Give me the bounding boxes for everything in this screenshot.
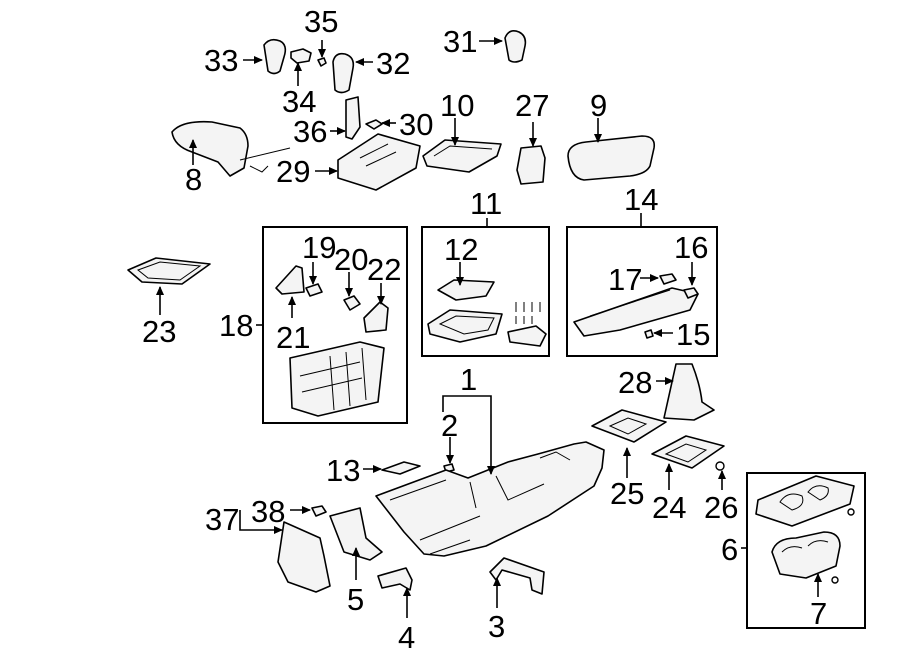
shift-boot-28 [663, 363, 715, 421]
trim-panel-24-opening [664, 443, 708, 463]
clip-34 [290, 48, 312, 64]
shift-boot-36 [345, 96, 361, 140]
callout-35: 35 [304, 4, 338, 39]
clip-13 [381, 461, 421, 475]
callout-9: 9 [590, 88, 607, 123]
bolt-19 [305, 283, 323, 297]
callout-10: 10 [440, 88, 474, 123]
group-box-11 [421, 226, 550, 357]
callout-8: 8 [185, 162, 202, 197]
cup-holder-7-rings [781, 540, 829, 553]
callout-14: 14 [624, 182, 658, 217]
group-box-14 [566, 226, 718, 357]
bracket-4 [377, 567, 413, 591]
mat-23-inner [136, 261, 202, 281]
callout-25: 25 [610, 476, 644, 511]
tray-11-inner [438, 315, 495, 335]
clip-30 [365, 119, 383, 130]
callout-18: 18 [219, 308, 253, 343]
switch-27 [516, 145, 546, 185]
mat-23 [127, 257, 211, 285]
tray-11 [427, 309, 503, 343]
clip-26 [715, 461, 725, 471]
bracket-22 [363, 301, 389, 333]
callout-38: 38 [251, 494, 285, 529]
parking-brake-lever-8 [171, 120, 249, 177]
bracket-11 [507, 325, 547, 347]
tray-liner-12 [437, 279, 495, 301]
callout-19: 19 [302, 230, 336, 265]
screw-15 [644, 329, 654, 339]
clip-17 [659, 273, 677, 285]
storage-box-grid [299, 347, 367, 411]
callout-2: 2 [441, 408, 458, 443]
callout-23: 23 [142, 314, 176, 349]
callout-30: 30 [399, 107, 433, 142]
armrest-base-14-lid [589, 289, 671, 317]
group-box-6 [746, 472, 866, 629]
console-body-1 [375, 441, 605, 557]
bolt-20 [343, 295, 361, 311]
callout-31: 31 [443, 24, 477, 59]
callout-26: 26 [704, 490, 738, 525]
callout-36: 36 [293, 114, 327, 149]
parking-brake-cable [239, 147, 291, 173]
cup-holder-openings [779, 485, 829, 511]
callout-13: 13 [326, 453, 360, 488]
armrest-lid-9 [567, 135, 656, 181]
callout-6: 6 [721, 532, 738, 567]
leader-1 [442, 395, 491, 474]
trim-panel-25 [591, 409, 667, 443]
screw-7 [831, 576, 839, 584]
callout-5: 5 [347, 582, 364, 617]
callout-11: 11 [470, 186, 502, 221]
callout-24: 24 [652, 490, 686, 525]
callout-22: 22 [367, 252, 401, 287]
callout-15: 15 [676, 317, 710, 352]
trim-panel-25-opening [608, 417, 648, 435]
callout-1: 1 [460, 362, 477, 397]
tray-10-inner [433, 145, 493, 157]
shift-knob-33 [263, 38, 287, 75]
clip-38 [311, 505, 327, 517]
callout-37: 37 [205, 502, 239, 537]
callout-29: 29 [276, 154, 310, 189]
armrest-base-14 [573, 287, 699, 337]
callout-33: 33 [204, 43, 238, 78]
callout-4: 4 [398, 620, 415, 655]
callout-3: 3 [488, 609, 505, 644]
screw-35 [317, 57, 327, 67]
bracket-5 [329, 507, 383, 561]
leader-37 [239, 510, 283, 534]
bolts-11 [515, 302, 541, 324]
console-body-1-detail [389, 451, 571, 555]
callout-12: 12 [444, 232, 478, 267]
cup-holder-7 [771, 531, 841, 579]
callout-28: 28 [618, 365, 652, 400]
side-cover-37 [277, 521, 331, 593]
cup-holder-trim-6 [755, 475, 855, 527]
shift-plate-29-slot [359, 143, 397, 167]
callout-27: 27 [515, 88, 549, 123]
callout-16: 16 [674, 230, 708, 265]
callout-32: 32 [376, 46, 410, 81]
callout-34: 34 [282, 84, 316, 119]
shift-knob-31 [504, 30, 527, 63]
callout-17: 17 [608, 262, 642, 297]
callout-21: 21 [276, 320, 310, 355]
trim-panel-24 [651, 435, 725, 469]
callout-7: 7 [810, 596, 827, 631]
shift-plate-29 [337, 133, 421, 191]
storage-box [289, 341, 385, 417]
screw-6 [847, 508, 855, 516]
callout-20: 20 [334, 242, 368, 277]
bracket-21 [275, 265, 305, 295]
bracket-3 [489, 557, 545, 595]
shift-knob-32 [332, 52, 355, 94]
latch-16 [683, 287, 699, 299]
